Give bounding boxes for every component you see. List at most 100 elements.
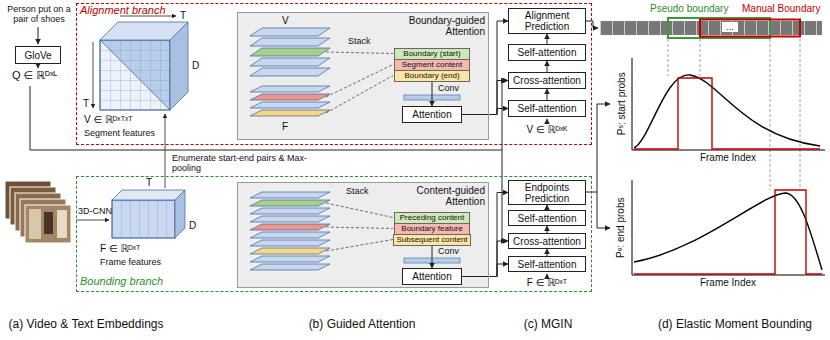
- attention-panel: Boundary-guided AttentionBoundary (start…: [237, 12, 489, 140]
- dimension-arrow: [93, 42, 94, 108]
- guide-line: [668, 39, 800, 190]
- probability-plot: [634, 190, 822, 274]
- text-flow-arrow: [38, 65, 39, 68]
- node-text: Boundary (start): [403, 50, 460, 59]
- video-frames: [5, 181, 71, 243]
- axis-label: D: [189, 220, 196, 232]
- feature-slabs: [250, 192, 330, 198]
- math-label: F: [282, 121, 288, 133]
- connector: [462, 264, 508, 277]
- layer-box: Self-attention: [508, 44, 586, 61]
- layer-box: Cross-attention: [508, 233, 586, 249]
- stack-leader: [326, 203, 393, 218]
- node-text: Endpoints Prediction: [511, 182, 583, 204]
- video-frames: [44, 212, 53, 234]
- node-text: Cross-attention: [513, 236, 581, 247]
- input-arrow: [547, 274, 548, 276]
- math-label: F ∈ ℝᴰˣᵀ: [100, 243, 140, 255]
- boundary-bar: [668, 18, 770, 38]
- node-text: Attention: [412, 109, 451, 120]
- connector: [462, 81, 508, 115]
- frame-feature-cube: [112, 190, 185, 200]
- layer-box: Self-attention: [508, 100, 586, 117]
- node-text: Subsequent content: [396, 236, 467, 245]
- connector: [432, 82, 433, 106]
- input-arrow: [586, 104, 610, 192]
- connector: [547, 249, 548, 256]
- region-heading: Boundary-guided Attention: [375, 15, 485, 37]
- probability-plot: [634, 193, 822, 270]
- feature-label: Frame features: [100, 257, 161, 267]
- boundary-bar: [700, 20, 800, 37]
- text-flow-arrow: [38, 27, 39, 44]
- ellipsis: ...: [722, 22, 738, 32]
- feature-slabs: [250, 48, 330, 56]
- boundary-bar: [600, 21, 822, 35]
- feature-slabs: [250, 200, 330, 206]
- boundary-bar: [600, 21, 822, 35]
- probability-plot: [632, 180, 825, 275]
- node-text: Preceding content: [400, 214, 465, 223]
- probability-plot: [634, 75, 820, 148]
- operation-label: Stack: [348, 36, 371, 46]
- node-text: Cross-attention: [513, 75, 581, 86]
- feature-slabs: [250, 224, 330, 230]
- feature-slabs: [250, 232, 330, 238]
- boundary-bar: [600, 18, 822, 38]
- stack-leader: [326, 52, 393, 251]
- feature-slabs: [250, 110, 330, 116]
- feature-slabs: [250, 248, 330, 254]
- connector: [547, 61, 548, 72]
- frame-feature-cube: [175, 190, 185, 238]
- panel-fill: [237, 12, 489, 140]
- connector: [432, 246, 433, 268]
- probability-plot: [632, 58, 825, 275]
- segment-feature-cube: [100, 40, 170, 110]
- guide-line: [668, 39, 669, 76]
- subfigure-caption: (a) Video & Text Embeddings: [9, 318, 164, 332]
- connector: [547, 226, 548, 233]
- math-label: V: [282, 15, 289, 27]
- query-text: Person put on a pair of shoes: [4, 4, 74, 25]
- axis-label: D: [192, 60, 199, 72]
- stack-slab: Boundary (end): [394, 70, 470, 82]
- subfigure-caption: (c) MGIN: [524, 318, 573, 332]
- node-text: GloVe: [24, 50, 51, 61]
- feature-slabs: [250, 256, 330, 262]
- feature-slabs: [250, 28, 330, 270]
- connector: [547, 89, 548, 100]
- input-arrow: [597, 192, 610, 228]
- axis-label: T: [146, 177, 152, 189]
- guide-line: [770, 39, 771, 190]
- math-label: F ∈ ℝᴰˣᵀ: [527, 277, 567, 289]
- video-frames: [57, 210, 67, 238]
- region-heading: Bounding branch: [80, 275, 220, 287]
- feature-slabs: [250, 86, 330, 92]
- stack-leader: [326, 76, 393, 114]
- operation-label: Enumerate start-end pairs & Max-pooling: [172, 153, 322, 174]
- video-frames: [25, 205, 71, 243]
- feature-slabs: [250, 240, 330, 246]
- math-label: Q ∈ ℝᴰˣᴸ: [12, 69, 57, 82]
- attention-panel: Content-guided AttentionPreceding conten…: [237, 182, 489, 288]
- feature-slabs: [250, 38, 330, 46]
- region-heading: Alignment branch: [80, 4, 220, 16]
- connector: [462, 109, 508, 115]
- node-text: Self-attention: [518, 47, 577, 58]
- prediction-box: Endpoints Prediction: [508, 180, 586, 205]
- node-text: Boundary (end): [404, 72, 459, 81]
- layer-box: Self-attention: [508, 210, 586, 226]
- stack-leader: [326, 240, 393, 252]
- edge-label: Conv: [438, 246, 459, 256]
- segment-feature-cube: [100, 40, 170, 110]
- frame-feature-cube: [112, 190, 185, 238]
- operation-label: Stack: [346, 186, 369, 196]
- probability-plot: [634, 78, 820, 149]
- branch-region: Alignment branchBoundary-guided Attentio…: [76, 3, 592, 145]
- dimension-arrow: [165, 114, 166, 188]
- node-text: Attention: [412, 271, 451, 282]
- feature-slabs: [250, 208, 330, 214]
- plot-label: Pᵉ: end probs: [615, 198, 627, 258]
- dimension-arrow: [76, 220, 109, 221]
